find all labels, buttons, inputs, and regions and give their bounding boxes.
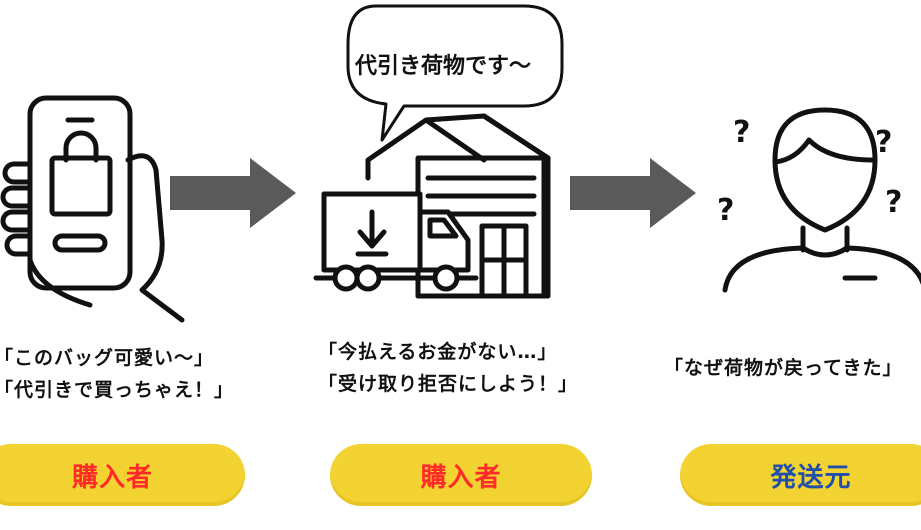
step-2-caption: 「今払えるお金がない…」 「受け取り拒否にしよう！」 xyxy=(318,336,578,400)
step-3-caption: 「なぜ荷物が戻ってきた」 xyxy=(664,352,902,384)
speech-bubble xyxy=(346,4,564,142)
role-label: 購入者 xyxy=(420,462,502,493)
warehouse-truck-icon xyxy=(313,113,551,299)
confused-person-icon: ? ? ? ? xyxy=(717,107,921,293)
step-2-caption-line-2: 「受け取り拒否にしよう！」 xyxy=(318,373,579,395)
role-pill-buyer-1: 購入者 xyxy=(0,444,245,506)
svg-text:?: ? xyxy=(885,185,902,220)
role-label: 購入者 xyxy=(71,462,153,493)
role-pill-buyer-2: 購入者 xyxy=(330,444,592,506)
svg-text:?: ? xyxy=(717,193,734,228)
step-3-caption-line-1: 「なぜ荷物が戻ってきた」 xyxy=(664,357,903,379)
role-pill-sender: 発送元 xyxy=(680,444,921,506)
step-2-caption-line-1: 「今払えるお金がない…」 xyxy=(318,341,558,363)
svg-text:?: ? xyxy=(875,125,892,160)
svg-text:?: ? xyxy=(733,115,750,150)
step-1-caption: 「このバッグ可愛い〜」 「代引きで買っちゃえ！」 xyxy=(0,342,234,406)
flow-arrow xyxy=(570,158,696,228)
phone-shopping-bag-icon xyxy=(0,95,185,323)
flow-arrow xyxy=(170,158,296,228)
step-1-caption-line-2: 「代引きで買っちゃえ！」 xyxy=(0,379,235,401)
step-1-caption-line-1: 「このバッグ可愛い〜」 xyxy=(0,347,215,369)
speech-bubble-text: 代引き荷物です〜 xyxy=(355,54,532,79)
role-label: 発送元 xyxy=(770,462,852,493)
